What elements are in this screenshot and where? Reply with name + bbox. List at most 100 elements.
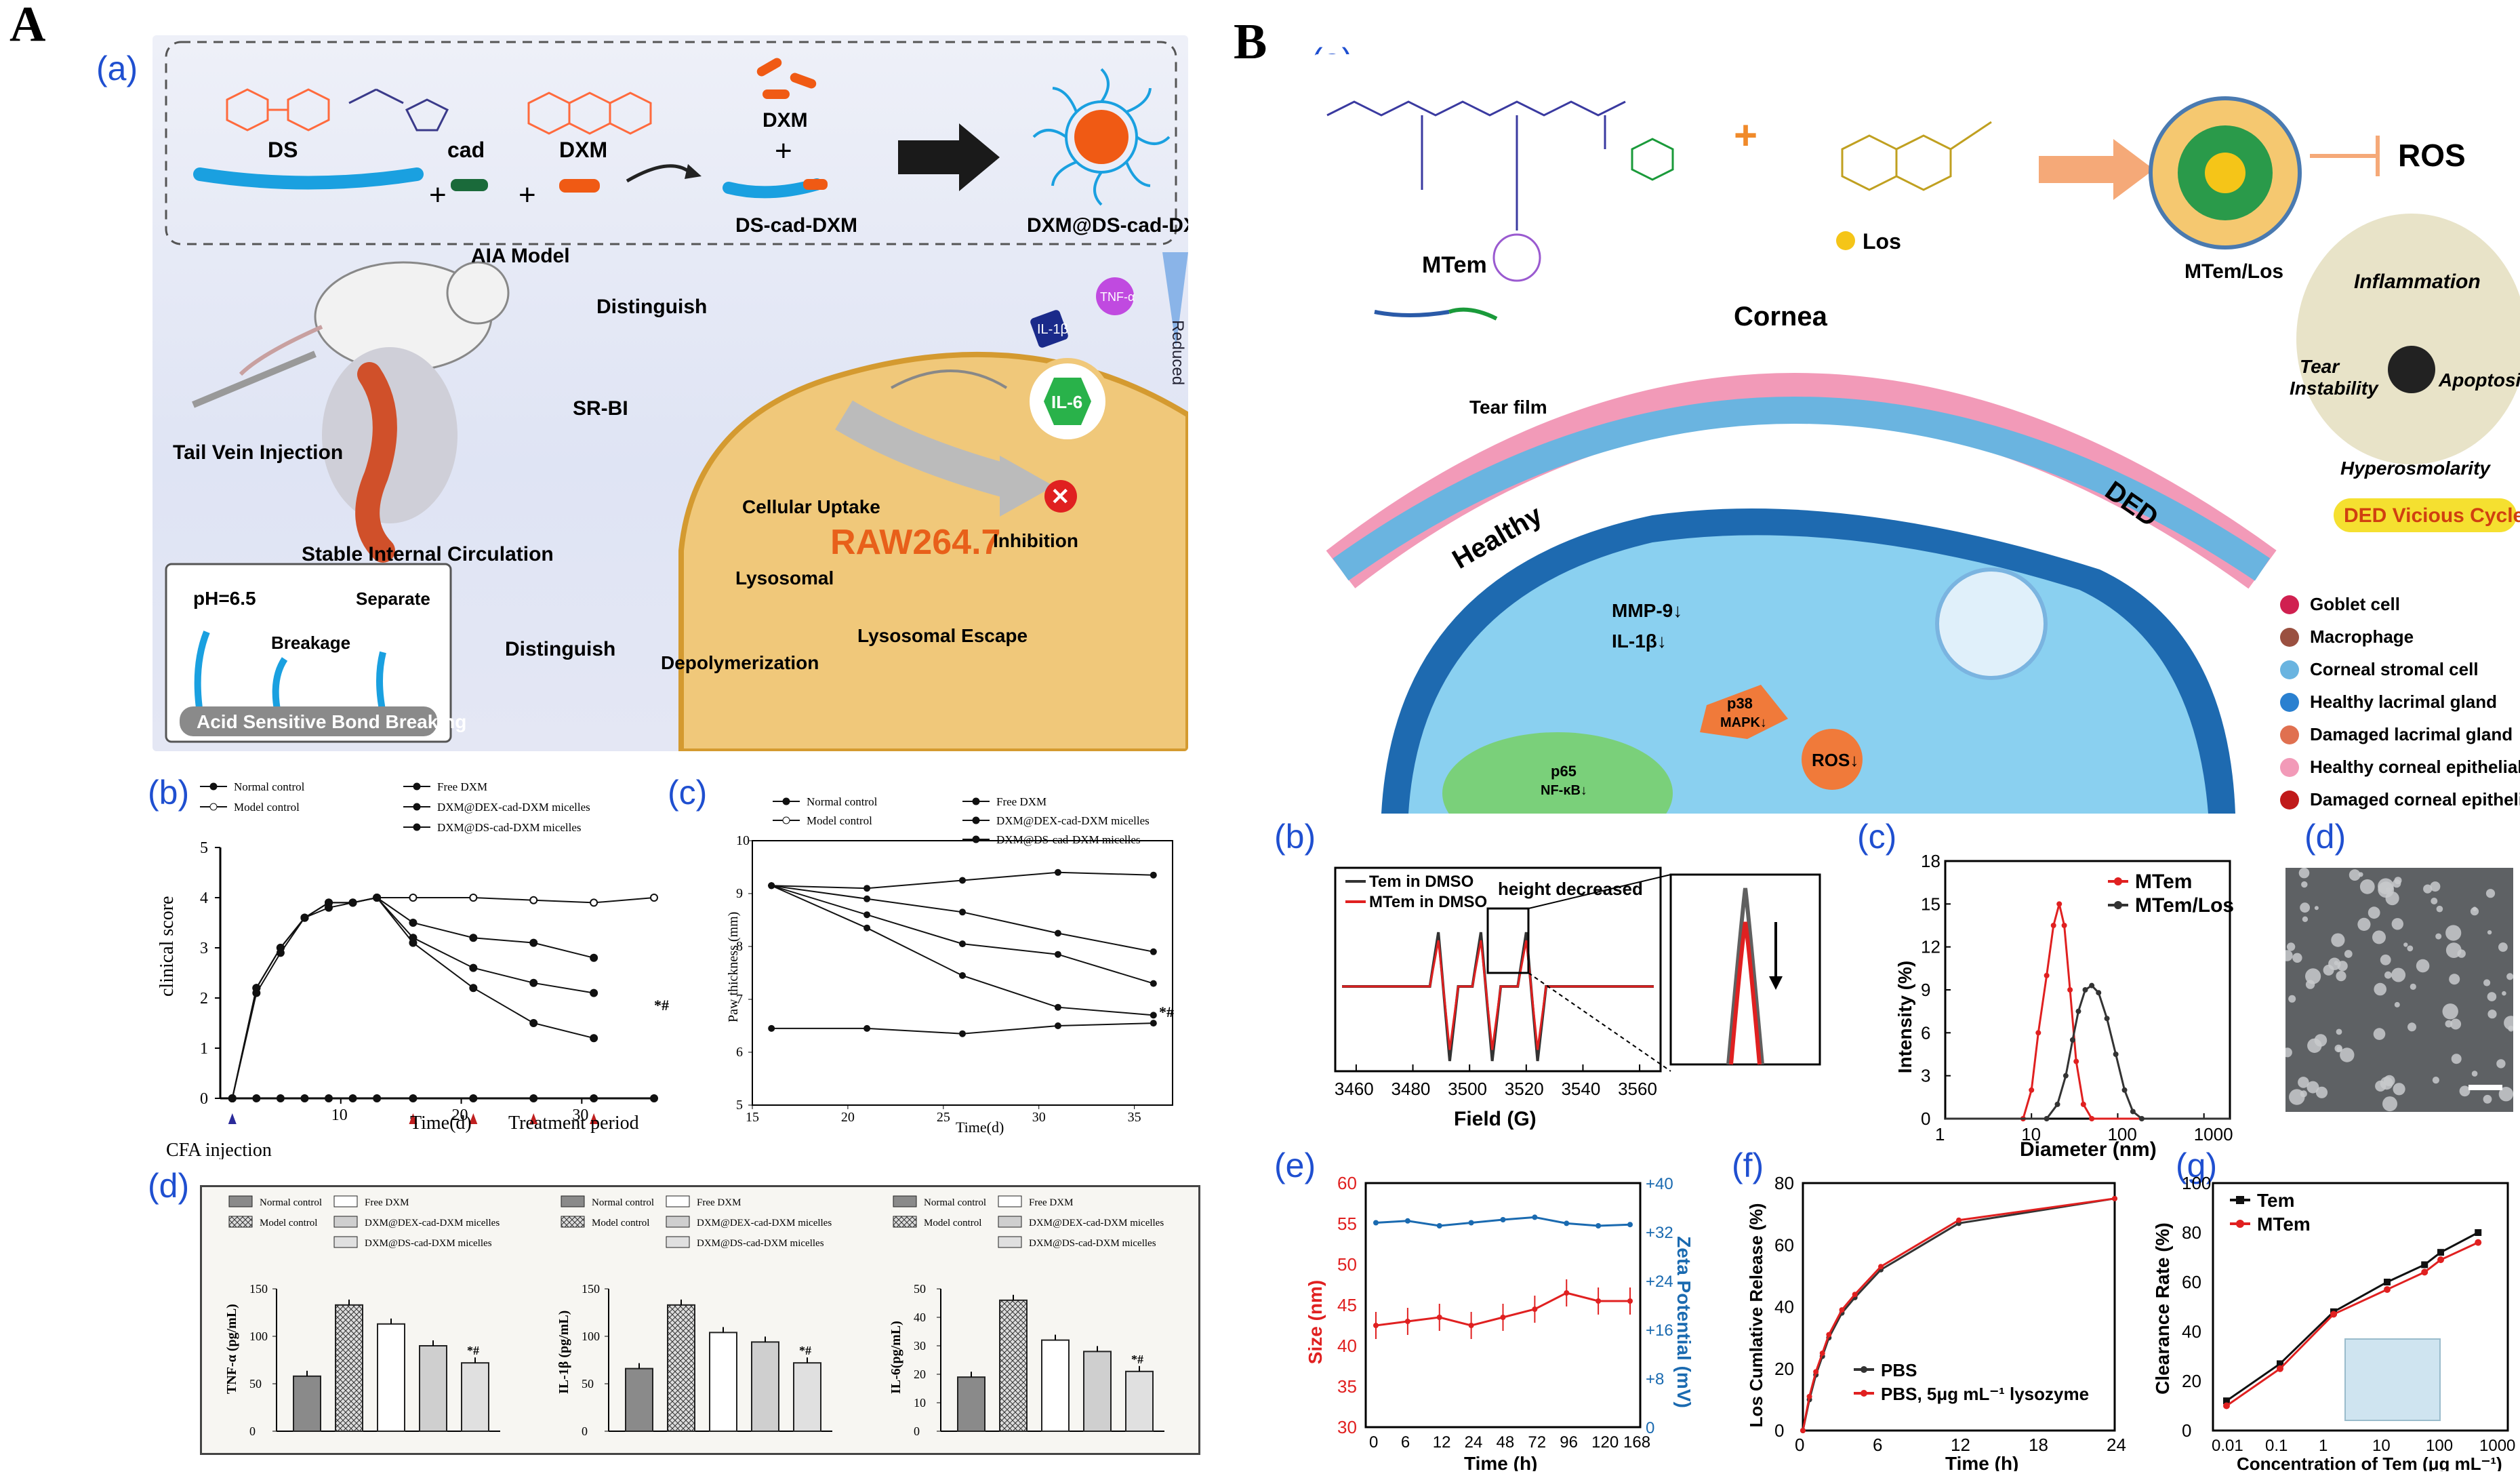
data-point [1500, 1217, 1506, 1222]
nanoparticle [2334, 961, 2339, 965]
bar [667, 1304, 695, 1432]
legend-marker [782, 816, 790, 824]
sig-mark: *# [799, 1344, 811, 1357]
legend-swatch [333, 1195, 358, 1207]
data-point [1054, 1022, 1061, 1029]
nanoparticle [2314, 906, 2319, 911]
y-tick-label: 5 [736, 1098, 743, 1113]
legend-label: Normal control [234, 780, 305, 793]
data-point [2067, 987, 2073, 993]
data-point [1054, 1003, 1061, 1011]
y-tick-label: 1 [200, 1040, 208, 1058]
label-dxm: DXM [559, 138, 607, 162]
y-tick-label: 40 [914, 1311, 926, 1324]
legend-swatch [333, 1236, 358, 1248]
legend-pbs-lysozyme: PBS, 5μg mL⁻¹ lysozyme [1881, 1384, 2089, 1404]
y-tick-label: 0 [249, 1424, 256, 1438]
data-point [2035, 1030, 2041, 1036]
label-dxm-top: DXM [763, 109, 808, 132]
ylabel-intensity: Intensity (%) [1894, 961, 1915, 1073]
legend-pbs: PBS [1881, 1360, 1917, 1380]
data-point [2069, 1037, 2075, 1043]
data-point [1150, 980, 1157, 987]
label-apoptosis: Apoptosis [2438, 370, 2520, 391]
y-tick-label: 150 [582, 1282, 600, 1296]
nanoparticle [2359, 879, 2375, 894]
nanoparticle [2375, 1080, 2386, 1092]
data-point [2384, 1279, 2391, 1285]
label-p38: p38 [1727, 695, 1753, 712]
data-point [1373, 1323, 1379, 1328]
xlabel-field: Field (G) [1454, 1108, 1537, 1130]
plus-sign: + [429, 178, 447, 212]
data-point [2054, 1101, 2060, 1107]
treatment-arrow [469, 1113, 478, 1124]
series-line-3 [231, 896, 594, 1099]
legend-label: DXM@DS-cad-DXM micelles [437, 821, 582, 834]
nanoparticle [2358, 872, 2363, 877]
data-point [1806, 1393, 1812, 1399]
sig-mark-c: *# [1159, 1003, 1174, 1020]
y-tick-label: 6 [736, 1045, 743, 1060]
xlabel-time-c: Time(d) [956, 1119, 1004, 1136]
treatment-arrow [529, 1113, 538, 1124]
y-tick-label-right: +24 [1646, 1273, 1673, 1291]
nanoparticle [2485, 889, 2496, 898]
y-tick-label-left: 45 [1337, 1295, 1357, 1315]
data-point [1813, 1369, 1819, 1375]
nanoparticle [2449, 974, 2460, 985]
y-tick-label: 5 [200, 839, 208, 857]
x-tick-label: 12 [1951, 1435, 1970, 1455]
data-point [959, 877, 966, 884]
y-tick-label: 20 [2182, 1371, 2201, 1391]
legend-label: DXM@DS-cad-DXM micelles [996, 833, 1141, 846]
legend-swatch [333, 1216, 358, 1228]
y-tick-label: 0 [1921, 1108, 1930, 1129]
plus-sign: + [775, 134, 792, 167]
y-tick-label-left: 50 [1337, 1254, 1357, 1275]
x-tick-label: 48 [1497, 1433, 1515, 1452]
x-tick-label: 0 [1795, 1435, 1804, 1455]
data-point [2073, 1058, 2079, 1064]
y-tick-label: 20 [914, 1367, 926, 1381]
data-point [1468, 1220, 1474, 1226]
nanoparticle [2436, 905, 2443, 913]
panel-label-a: A [9, 0, 46, 52]
nanoparticle [2315, 1086, 2328, 1098]
data-point [2044, 1116, 2050, 1121]
nanoparticle [2285, 1047, 2292, 1058]
label-cornea: Cornea [1734, 302, 1828, 332]
data-point [2330, 1311, 2337, 1318]
label-cellular-uptake: Cellular Uptake [742, 496, 880, 517]
legend-label: Free DXM [996, 795, 1046, 808]
label-inhibition: Inhibition [993, 530, 1078, 551]
nanoparticle [2487, 992, 2497, 1001]
y-tick-label: 30 [914, 1339, 926, 1353]
x-tick-label: 1000 [2479, 1437, 2515, 1455]
legend-marker [972, 835, 980, 843]
nanoparticle [2301, 881, 2308, 888]
data-point [768, 882, 775, 890]
y-tick-label: 150 [249, 1282, 268, 1296]
sig-mark-b: *# [654, 997, 669, 1014]
series-line-4 [231, 896, 594, 1099]
data-point [409, 1094, 418, 1102]
y-tick-label: 80 [2182, 1222, 2201, 1243]
nanoparticle [2430, 881, 2441, 892]
data-point [2075, 1008, 2081, 1014]
data-point [2044, 972, 2050, 978]
legend-tem: Tem [2257, 1190, 2295, 1211]
xlabel-time-e: Time (h) [1464, 1453, 1537, 1471]
y-tick-label: 0 [914, 1424, 920, 1438]
x-tick-label: 30 [572, 1106, 588, 1124]
label-aia-model: AIA Model [471, 245, 570, 267]
data-point [2223, 1397, 2230, 1405]
data-point [2138, 1116, 2145, 1121]
data-point [959, 972, 966, 979]
nanoparticle [2445, 925, 2462, 941]
y-tick-label: 40 [1774, 1297, 1794, 1317]
bar [1083, 1351, 1112, 1432]
